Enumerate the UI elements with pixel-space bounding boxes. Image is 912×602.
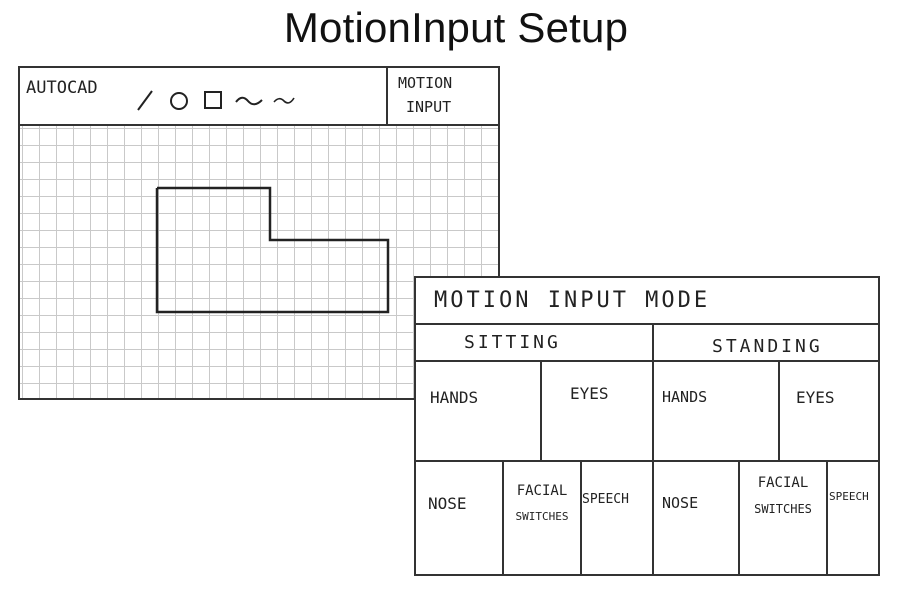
motion-input-button[interactable]: MOTION INPUT xyxy=(386,68,498,124)
autocad-toolbar: AUTOCAD MOTION INPUT xyxy=(20,68,498,126)
drawing-tools xyxy=(132,86,296,114)
standing-facial-switches-option[interactable]: FACIAL SWITCHES xyxy=(740,470,826,522)
spline-tool-icon[interactable] xyxy=(272,87,296,113)
divider xyxy=(826,461,828,574)
autocad-app-name: AUTOCAD xyxy=(26,78,98,98)
line-tool-icon[interactable] xyxy=(132,87,158,113)
standing-nose-option[interactable]: NOSE xyxy=(662,494,699,512)
sitting-hands-option[interactable]: HANDS xyxy=(430,388,479,407)
tab-sitting[interactable]: SITTING xyxy=(464,332,561,353)
sitting-switches-label: SWITCHES xyxy=(515,510,569,523)
divider xyxy=(540,361,542,461)
standing-switches-label: SWITCHES xyxy=(754,502,812,516)
motion-input-mode-panel: MOTION INPUT MODE SITTING HANDS EYES NOS… xyxy=(414,276,880,576)
page-title: MotionInput Setup xyxy=(283,4,629,51)
sitting-facial-switches-option[interactable]: FACIAL SWITCHES xyxy=(504,478,580,530)
divider xyxy=(738,461,740,574)
rectangle-tool-icon[interactable] xyxy=(200,87,226,113)
motion-input-button-label-1: MOTION xyxy=(398,74,453,92)
curve-tool-icon[interactable] xyxy=(234,87,264,113)
divider xyxy=(652,324,654,574)
divider xyxy=(416,323,878,325)
sitting-nose-option[interactable]: NOSE xyxy=(428,494,467,513)
motion-input-button-label-2: INPUT xyxy=(406,98,452,116)
divider xyxy=(580,461,582,574)
standing-speech-option[interactable]: SPEECH xyxy=(829,490,869,503)
standing-hands-option[interactable]: HANDS xyxy=(662,388,708,406)
standing-facial-label: FACIAL xyxy=(757,475,809,491)
sitting-facial-label: FACIAL xyxy=(516,483,568,499)
divider xyxy=(778,361,780,461)
standing-eyes-option[interactable]: EYES xyxy=(796,388,835,407)
tab-standing[interactable]: STANDING xyxy=(712,336,823,357)
divider xyxy=(416,360,878,362)
sitting-speech-option[interactable]: SPEECH xyxy=(582,492,629,507)
sitting-eyes-option[interactable]: EYES xyxy=(570,384,609,403)
divider xyxy=(502,461,504,574)
circle-tool-icon[interactable] xyxy=(166,87,192,113)
l-shape-drawing xyxy=(155,186,390,314)
divider xyxy=(416,460,878,462)
mode-panel-title: MOTION INPUT MODE xyxy=(434,288,711,313)
